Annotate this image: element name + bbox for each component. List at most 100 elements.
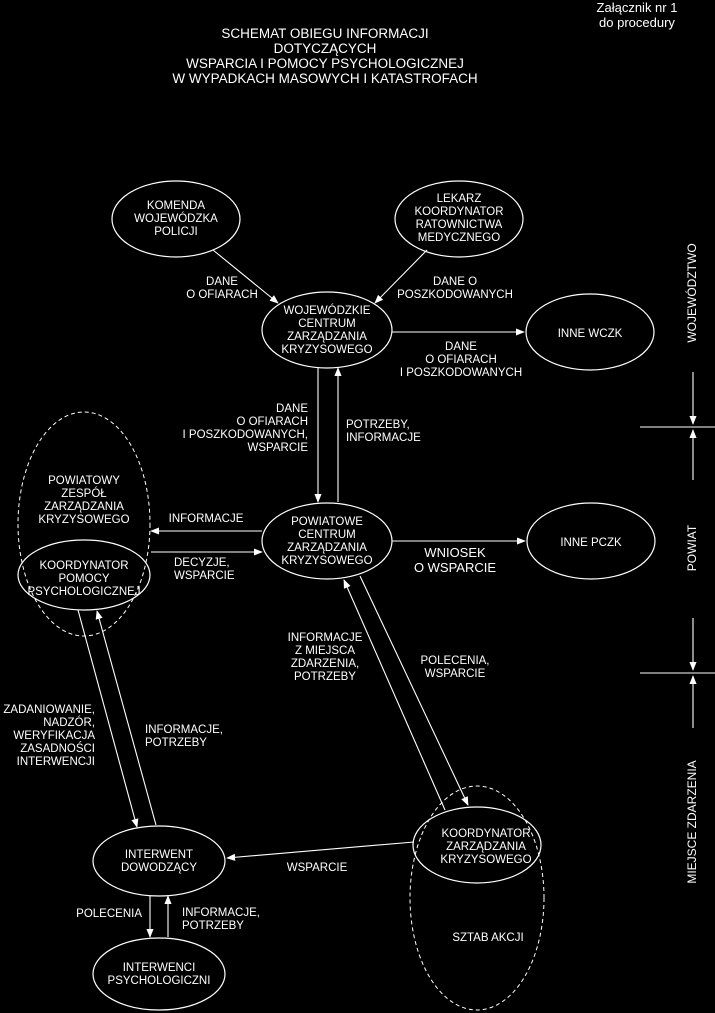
label-lead-psychs-line: POLECENIA bbox=[76, 908, 142, 920]
label-coord-lead-line: INTERWENCJI bbox=[17, 756, 95, 768]
label-pczk-other-line: O WSPARCIE bbox=[414, 560, 496, 575]
arrow-site-lead bbox=[226, 841, 415, 861]
node-other-wczk: INNE WCZK bbox=[525, 293, 655, 371]
label-psychs-lead-line: INFORMACJE, bbox=[182, 907, 260, 919]
label-site-pczk-line: POTRZEBY bbox=[294, 671, 356, 683]
label-wczk-other-line: DANE bbox=[445, 341, 477, 353]
text-line: INNE WCZK bbox=[558, 328, 623, 340]
label-wczk-pczk-line: WSPARCIE bbox=[248, 442, 309, 454]
text-line: KRYZYSOWEGO bbox=[281, 344, 372, 356]
arrow-police-wczk bbox=[212, 249, 279, 304]
arrow-doctor-wczk bbox=[374, 249, 428, 304]
text-line: KRYZYSOWEGO bbox=[38, 514, 129, 526]
text-line: PSYCHOLOGICZNI bbox=[108, 975, 211, 987]
svg-text:INNE WCZK: INNE WCZK bbox=[558, 328, 623, 340]
text-line: POWIATOWE bbox=[291, 516, 363, 528]
arrow-coord-lead bbox=[77, 609, 139, 828]
label-pczk-site-line: WSPARCIE bbox=[425, 668, 486, 680]
text-line: PSYCHOLOGICZNEJ bbox=[27, 586, 140, 598]
diagram-title-line: WSPARCIA I POMOCY PSYCHOLOGICZNEJ bbox=[186, 56, 464, 71]
text-line: KOMENDA bbox=[147, 200, 205, 212]
label-wczk-other-line: O OFIARACH bbox=[425, 354, 497, 366]
svg-text:SZTAB AKCJI: SZTAB AKCJI bbox=[452, 932, 523, 944]
label-team-pczk-line: WSPARCIE bbox=[174, 570, 235, 582]
label-pczk-team-line: INFORMACJE bbox=[169, 513, 244, 525]
label-site-lead: WSPARCIE bbox=[287, 862, 348, 874]
text-line: SZTAB AKCJI bbox=[452, 932, 523, 944]
level-incident: MIEJSCE ZDARZENIA bbox=[685, 760, 699, 883]
label-pczk-other-line: WNIOSEK bbox=[424, 545, 486, 560]
level-voivodeship: WOJEWÓDZTWO bbox=[684, 243, 699, 342]
label-pczk-wczk-line: POTRZEBY, bbox=[346, 419, 410, 431]
text-line: CENTRUM bbox=[298, 318, 356, 330]
arrow-site-pczk bbox=[343, 579, 446, 811]
text-line: ZARZĄDZANIA bbox=[44, 501, 124, 513]
label-doctor-wczk-line: DANE O bbox=[433, 276, 477, 288]
label-lead-psychs: POLECENIA bbox=[76, 908, 142, 920]
label-pczk-site: POLECENIA,WSPARCIE bbox=[420, 655, 489, 680]
text-line: MEDYCZNEGO bbox=[418, 232, 500, 244]
text-line: ZARZĄDZANIA bbox=[446, 841, 526, 853]
label-site-pczk-line: INFORMACJE bbox=[288, 632, 363, 644]
label-wczk-pczk-line: DANE bbox=[276, 403, 308, 415]
label-lead-coord: INFORMACJE,POTRZEBY bbox=[145, 724, 223, 749]
text-line: KRYZYSOWEGO bbox=[281, 555, 372, 567]
label-site-pczk-line: ZDARZENIA, bbox=[291, 658, 359, 670]
label-pczk-site-line: POLECENIA, bbox=[420, 655, 489, 667]
text-line: POLICJI bbox=[154, 226, 197, 238]
text-line: INTERWENCI bbox=[123, 962, 196, 974]
text-line: DOWODZĄCY bbox=[121, 862, 197, 874]
text-line: RATOWNICTWA bbox=[416, 219, 503, 231]
label-team-pczk-line: DECYZJE, bbox=[174, 557, 230, 569]
text-line: KRYZYSOWEGO bbox=[440, 854, 531, 866]
label-pczk-team: INFORMACJE bbox=[169, 513, 244, 525]
text-line: POWIATOWY bbox=[48, 475, 120, 487]
level-county: POWIAT bbox=[685, 524, 699, 571]
text-line: WOJEWÓDZKIE bbox=[284, 304, 371, 317]
text-line: LEKARZ bbox=[437, 193, 482, 205]
label-coord-lead-line: ZASADNOŚCI bbox=[20, 742, 95, 755]
level-separator-bottom bbox=[640, 618, 715, 728]
diagram-title-line: SCHEMAT OBIEGU INFORMACJI bbox=[221, 26, 428, 41]
text-line: ZARZĄDZANIA bbox=[287, 542, 367, 554]
label-wczk-pczk-line: O OFIARACH bbox=[236, 416, 308, 428]
text-line: POMOCY bbox=[58, 573, 109, 585]
annex-note-line: do procedury bbox=[599, 15, 675, 30]
label-coord-lead-line: WERYFIKACJA bbox=[13, 730, 95, 742]
label-lead-coord-line: POTRZEBY bbox=[145, 737, 207, 749]
label-site-pczk-line: Z MIEJSCA bbox=[295, 645, 355, 657]
label-lead-coord-line: INFORMACJE, bbox=[145, 724, 223, 736]
text-line: WOJEWÓDZKA bbox=[134, 212, 218, 225]
text-line: KOORDYNATOR bbox=[39, 560, 128, 572]
node-other-pczk: INNE PCZK bbox=[526, 502, 656, 580]
svg-text:INNE PCZK: INNE PCZK bbox=[560, 537, 622, 549]
arrow-pczk-site bbox=[359, 575, 469, 806]
node-action-staff-label: SZTAB AKCJI bbox=[452, 932, 523, 944]
label-wczk-other-line: I POSZKODOWANYCH bbox=[400, 367, 522, 379]
text-line: ZESPÓŁ bbox=[61, 487, 107, 500]
diagram-title-line: DOTYCZĄCYCH bbox=[274, 41, 377, 56]
